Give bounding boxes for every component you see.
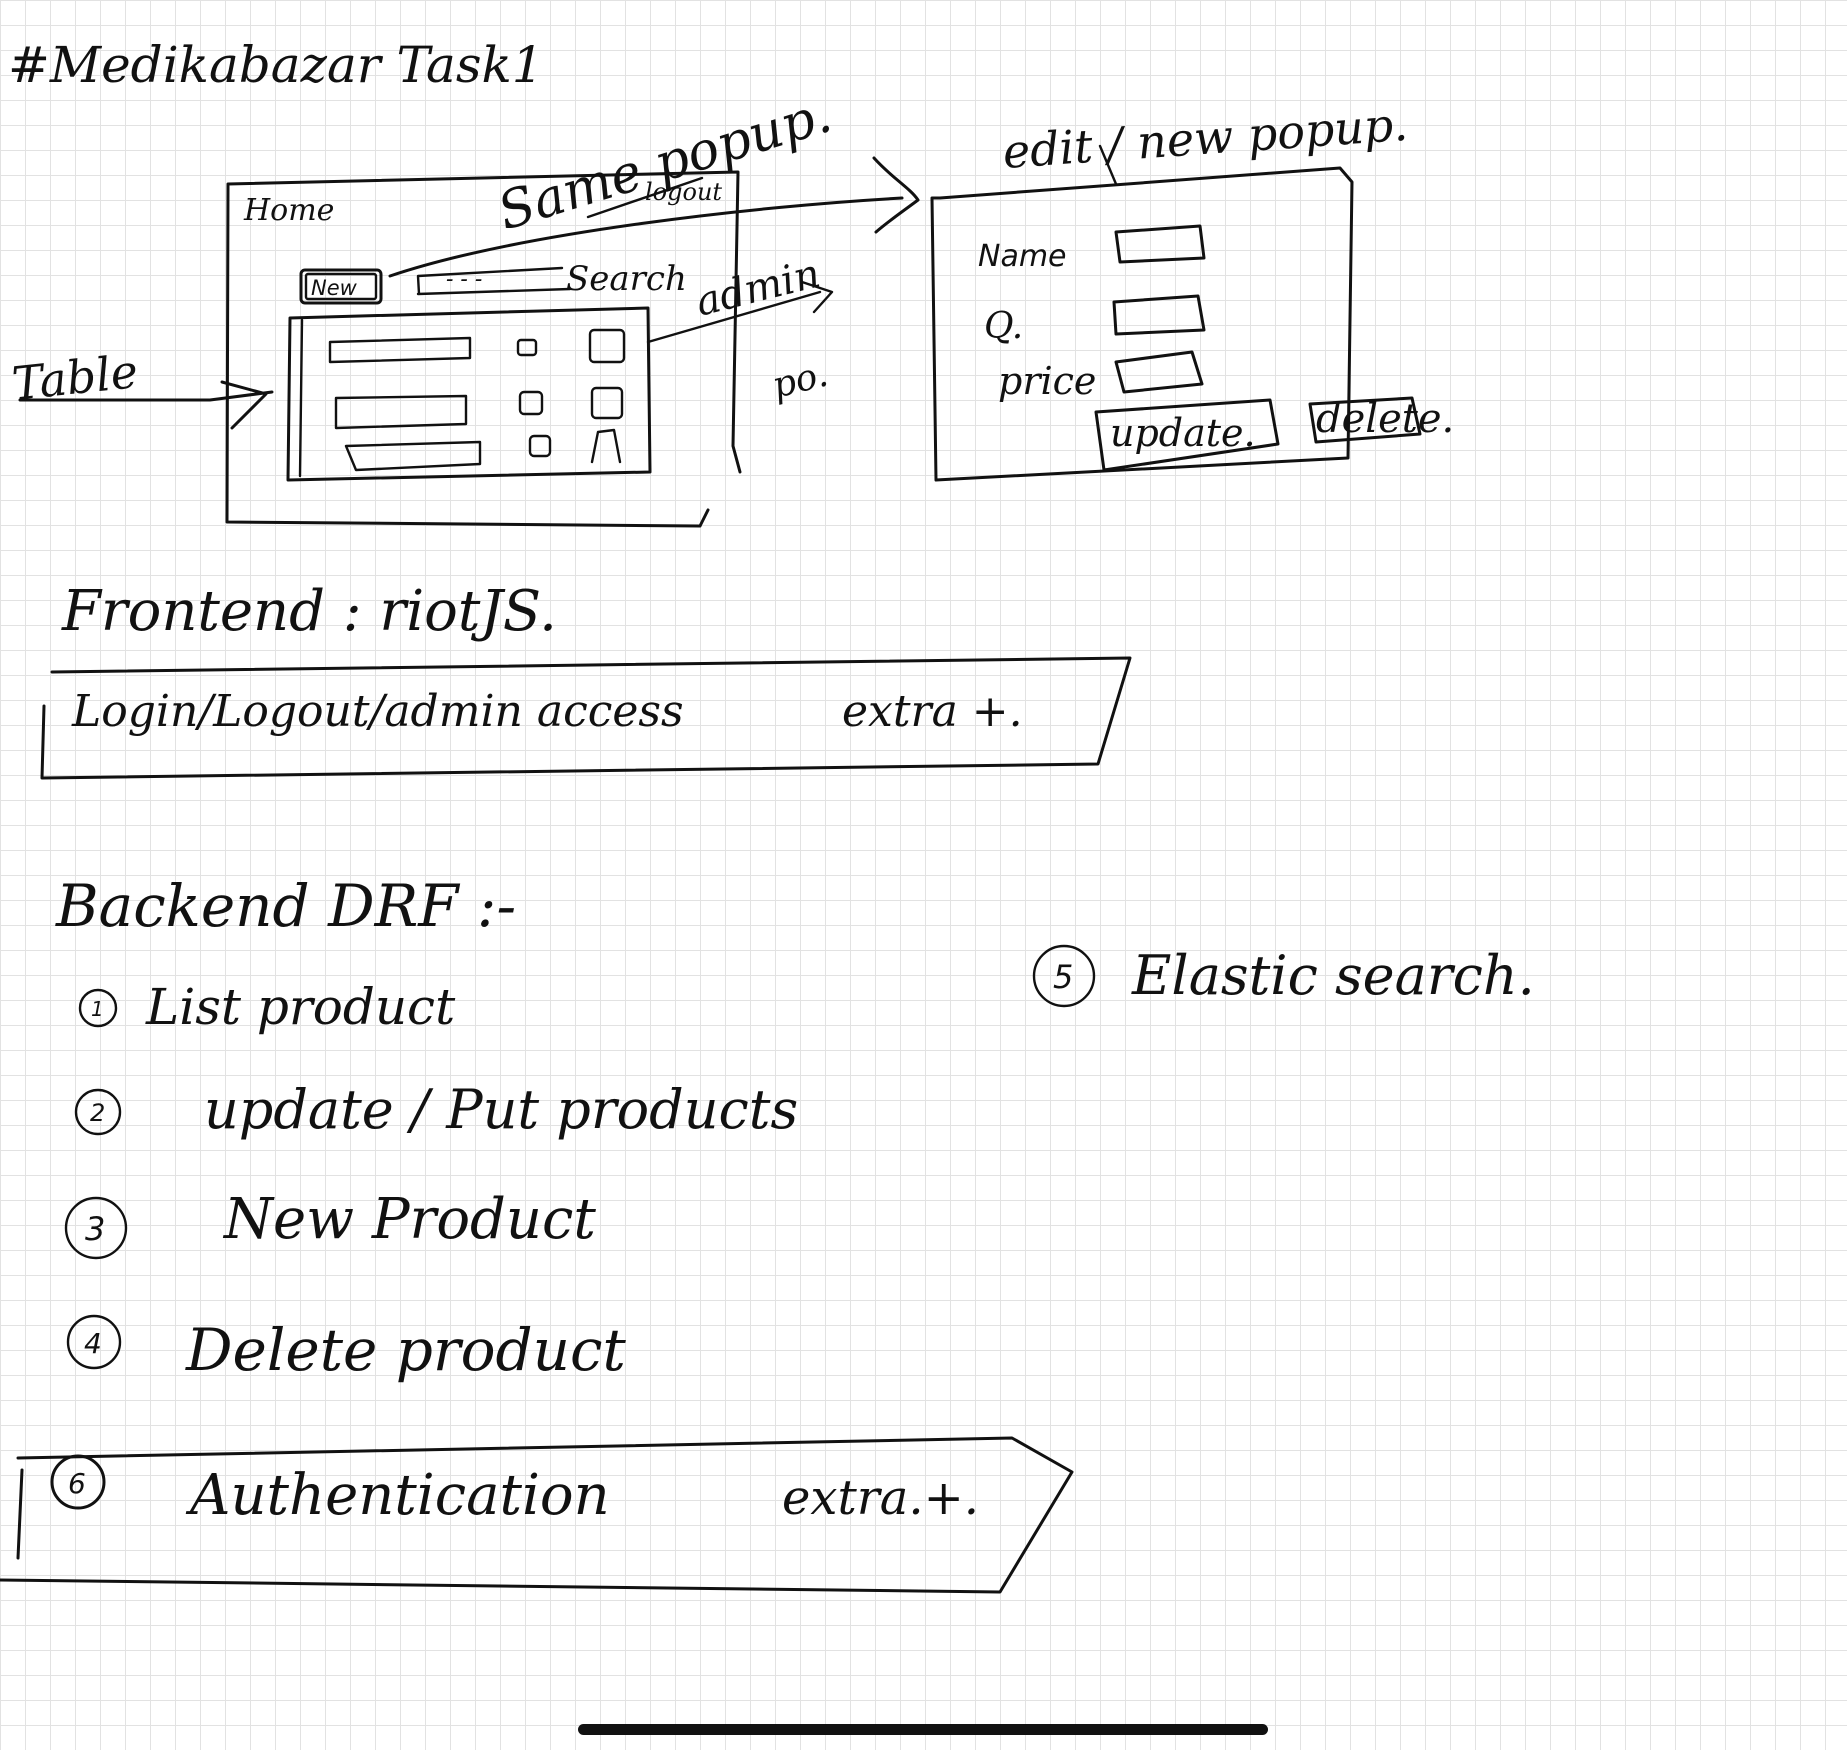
search-label: Search [566,259,687,299]
list-item-text: Elastic search. [1131,944,1535,1007]
table-arrow [18,380,274,430]
list-item: 2 update / Put products [74,1078,798,1141]
frontend-box-text: Login/Logout/admin access [71,686,684,737]
backend-item-elastic: 5 Elastic search. [1032,944,1535,1008]
list-item-number: 3 [85,1210,105,1248]
backend-list: 1 List product 2 update / Put products 3… [64,978,798,1384]
delete-button[interactable]: delete. [1308,396,1454,444]
field-price-label: price [998,359,1096,403]
backend-box-tag: extra.+. [782,1470,979,1526]
po-annotation: po. [768,354,832,407]
popup-title-strike [1098,144,1118,186]
search-dots: - - - [446,267,482,292]
list-item-number: 6 [68,1467,86,1500]
frontend-extra-box: Login/Logout/admin access extra +. [40,656,1132,780]
list-item: 1 List product [78,978,456,1036]
frontend-box-tag: extra +. [842,686,1023,737]
new-button-label: New [311,276,358,300]
search-input[interactable]: - - - Search [416,259,687,299]
field-name-input[interactable] [1114,224,1206,264]
list-item-text: update / Put products [204,1078,798,1141]
admin-arrow [646,280,834,344]
home-indicator [578,1724,1268,1735]
field-q-label: Q. [984,306,1023,347]
new-to-popup-arrow [388,156,920,278]
list-item: 4 Delete product [66,1314,627,1384]
update-button[interactable]: update. [1094,398,1280,472]
list-item-number: 2 [90,1099,105,1127]
page-title: #Medikabazar Task1 [8,36,544,94]
delete-button-label: delete. [1316,396,1454,442]
edit-popup: edit / new popup. Name Q. price update. … [930,97,1454,482]
list-item-text: Delete product [185,1316,627,1384]
field-price-input[interactable] [1114,350,1204,394]
same-popup-strike [586,176,704,219]
product-table [286,306,652,482]
update-button-label: update. [1110,411,1256,455]
list-item-number: 4 [84,1327,102,1360]
list-item-number: 5 [1053,958,1073,996]
field-name-label: Name [978,239,1067,274]
list-item-text: List product [145,978,456,1036]
table-row [344,428,622,472]
table-row [334,386,624,430]
list-item-number: 1 [91,997,104,1021]
backend-extra-box: 6 Authentication extra.+. [0,1436,1074,1594]
list-item-text: New Product [222,1187,596,1252]
home-wireframe: Home logout New - - - Search [225,170,742,528]
backend-heading: Backend DRF :- [55,872,516,940]
field-q-input[interactable] [1112,294,1206,336]
list-item-text: Authentication [185,1463,610,1528]
frontend-heading: Frontend : riotJS. [61,579,557,644]
same-popup-annotation: Same popup. [491,84,838,242]
edit-popup-title: edit / new popup. [1001,97,1410,179]
table-row [328,328,626,364]
list-item: 3 New Product [64,1187,596,1260]
home-label: Home [243,193,334,228]
new-button[interactable]: New [299,268,383,305]
admin-annotation: admin [691,251,824,326]
